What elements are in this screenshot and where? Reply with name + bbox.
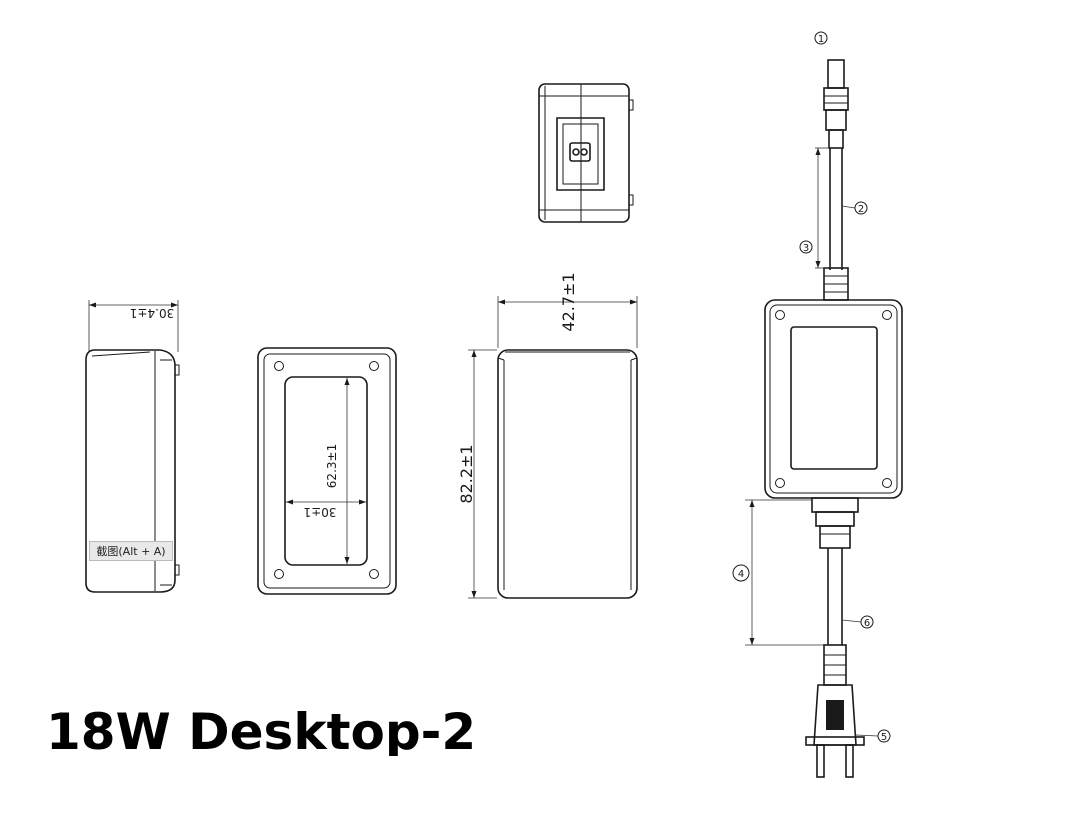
screenshot-shortcut-tag[interactable]: 截图(Alt + A): [89, 541, 173, 561]
adapter-assembly: [745, 59, 903, 778]
front-view: 42.7±1 82.2±1: [457, 272, 638, 599]
callout-2: 2: [858, 204, 864, 215]
callouts: 1 2 3 4 6 5: [732, 31, 891, 743]
callout-1: 1: [818, 34, 824, 45]
callout-3: 3: [803, 243, 809, 254]
end-view: [538, 83, 634, 223]
back-view: 62.3±1 30±1: [257, 347, 397, 595]
callout-6: 6: [864, 618, 870, 629]
dim-body-width: 42.7±1: [559, 272, 578, 331]
callout-4: 4: [738, 569, 744, 580]
dim-body-height: 82.2±1: [457, 444, 476, 503]
callout-5: 5: [881, 732, 887, 743]
dim-label-width: 30±1: [304, 505, 337, 519]
page-title: 18W Desktop-2: [46, 703, 477, 756]
dim-label-height: 62.3±1: [325, 444, 339, 488]
dim-side-width: 30.4±1: [130, 306, 174, 320]
